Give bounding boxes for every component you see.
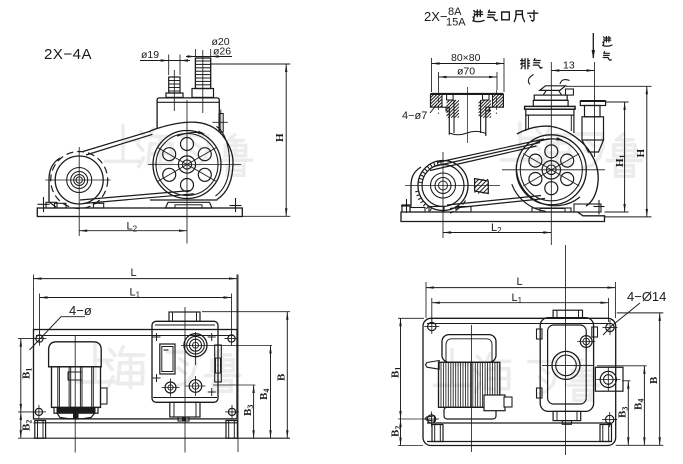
svg-text:ø20: ø20 [212,36,230,48]
svg-text:B3: B3 [617,407,630,418]
svg-text:15A: 15A [446,17,466,29]
svg-text:4−ø7: 4−ø7 [402,110,427,122]
svg-text:B2: B2 [389,426,402,437]
svg-text:B: B [276,373,288,381]
svg-text:B1: B1 [21,368,34,379]
svg-text:L2: L2 [491,222,502,235]
svg-text:L2: L2 [127,221,138,234]
svg-text:H1: H1 [614,154,627,167]
svg-text:H: H [274,133,286,142]
svg-text:L1: L1 [130,286,141,299]
svg-text:B1: B1 [389,367,402,378]
svg-text:80×80: 80×80 [451,52,481,64]
svg-text:8A: 8A [448,6,462,18]
svg-text:L: L [517,276,523,288]
svg-text:13: 13 [563,60,575,72]
svg-text:4−Ø14: 4−Ø14 [627,289,666,304]
svg-text:L: L [131,267,137,279]
svg-text:2X−4A: 2X−4A [44,46,92,63]
svg-text:B: B [648,376,660,384]
svg-text:H: H [635,149,647,158]
svg-text:ø26: ø26 [213,46,231,58]
svg-text:B2: B2 [21,420,34,431]
svg-text:ø70: ø70 [457,66,475,78]
svg-text:2X−: 2X− [424,9,448,24]
svg-text:4−ø: 4−ø [69,303,92,318]
svg-text:B4: B4 [258,389,271,400]
svg-text:B4: B4 [633,399,646,410]
svg-text:B3: B3 [242,405,255,416]
svg-text:L1: L1 [512,292,523,305]
svg-text:ø19: ø19 [141,49,159,61]
